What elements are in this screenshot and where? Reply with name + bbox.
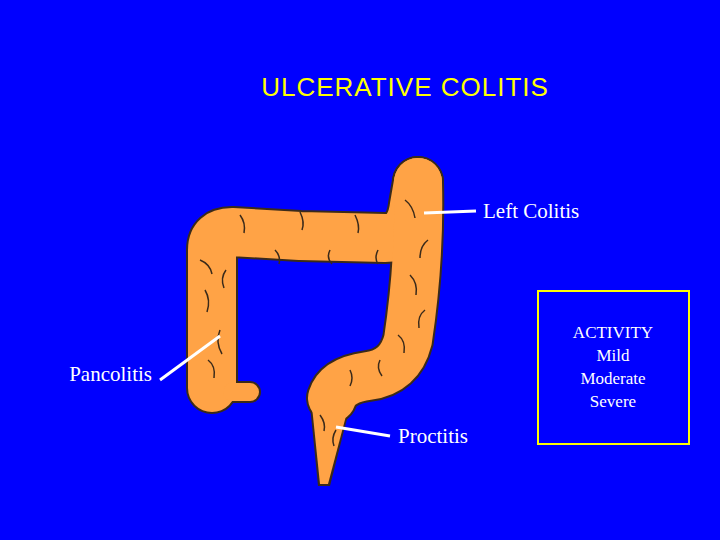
legend-box: ACTIVITYMildModerateSevere	[537, 290, 690, 445]
leader-line	[336, 427, 390, 436]
leader-line	[424, 211, 476, 213]
colon-outline	[212, 182, 418, 486]
leader-line	[160, 336, 220, 380]
colon-fill	[212, 182, 418, 484]
leader-lines	[160, 211, 476, 436]
region-label: Proctitis	[398, 424, 468, 449]
activity-level: Severe	[590, 390, 636, 413]
haustra-marks	[200, 200, 428, 446]
box-heading: ACTIVITY	[573, 321, 653, 344]
activity-level: Moderate	[580, 367, 645, 390]
slide-title: ULCERATIVE COLITIS	[261, 72, 549, 103]
region-label: Left Colitis	[483, 199, 579, 224]
region-label: Pancolitis	[69, 362, 152, 387]
activity-level: Mild	[596, 344, 629, 367]
